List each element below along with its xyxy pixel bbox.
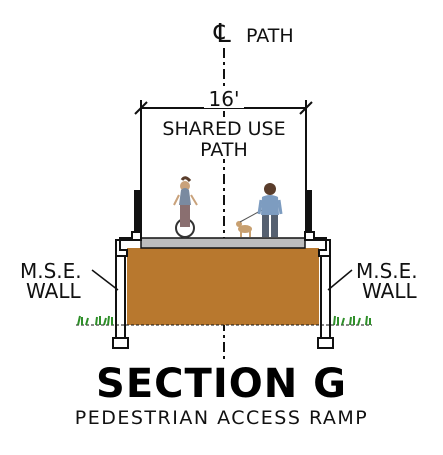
- wall-label-left-line2: WALL: [26, 279, 82, 303]
- wall-label-left-line1: M.S.E.: [20, 259, 82, 283]
- wall-label-right-line1: M.S.E.: [356, 259, 418, 283]
- leader-left: [91, 269, 119, 291]
- path-label-line1: SHARED USE: [162, 118, 285, 140]
- centerline-symbol: ℄: [213, 19, 231, 49]
- dog-figure: [236, 209, 263, 237]
- path-surface: [140, 237, 306, 249]
- cyclist-figure: [173, 176, 198, 238]
- mse-wall-right: [304, 231, 334, 349]
- grass-right: [333, 315, 371, 326]
- grass-left: [77, 315, 113, 326]
- section-title: SECTION G: [96, 361, 347, 407]
- wall-label-right-line2: WALL: [362, 279, 418, 303]
- centerline-label: PATH: [246, 25, 294, 47]
- pedestrian-figure: [257, 183, 283, 237]
- path-label-line2: PATH: [200, 139, 248, 161]
- earth-fill: [127, 248, 319, 325]
- section-subtitle: PEDESTRIAN ACCESS RAMP: [74, 407, 369, 429]
- dimension-label: 16': [209, 87, 240, 111]
- railing-right: [305, 190, 312, 234]
- mse-wall-left: [112, 231, 142, 349]
- leader-right: [327, 269, 353, 291]
- railing-left: [134, 190, 141, 234]
